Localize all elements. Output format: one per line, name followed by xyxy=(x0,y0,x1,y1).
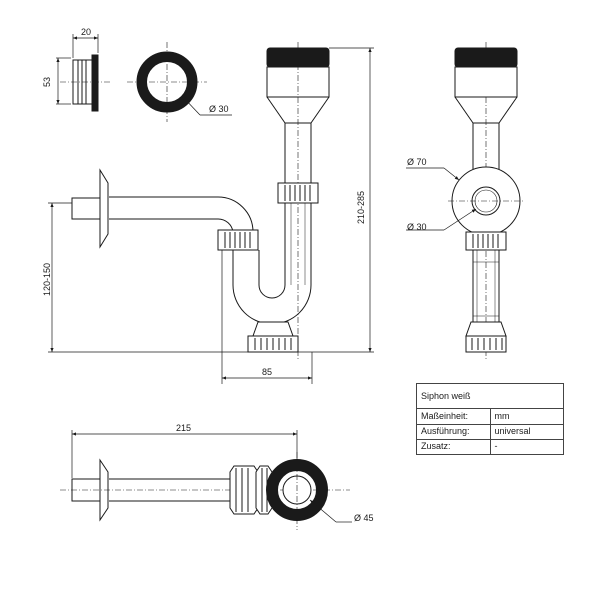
front-top-cap xyxy=(454,47,518,68)
dimension-label-diameter-45: Ø 45 xyxy=(354,513,374,523)
spec-label-extra: Zusatz: xyxy=(416,438,491,456)
funnel xyxy=(266,96,330,183)
dimension-label-53: 53 xyxy=(42,77,52,87)
plan-ring xyxy=(266,452,352,530)
spec-table-row: Ausführung: universal xyxy=(416,423,564,440)
front-ring xyxy=(448,166,524,236)
spec-label-version: Ausführung: xyxy=(416,423,491,440)
dimension-label-210-285: 210-285 xyxy=(356,191,366,224)
top-cap xyxy=(266,42,330,360)
dimension-85 xyxy=(221,250,313,384)
u-bend xyxy=(232,203,312,325)
dimension-215 xyxy=(71,430,298,478)
bottom-nut xyxy=(247,321,299,353)
spec-table-row: Zusatz: - xyxy=(416,438,564,456)
side-view xyxy=(48,42,374,384)
spec-table-row: Maßeinheit: mm xyxy=(416,408,564,425)
front-view xyxy=(406,42,524,360)
sleeve-side-view xyxy=(60,54,112,112)
top-left-view xyxy=(56,34,232,122)
dimension-label-85: 85 xyxy=(262,367,272,377)
dimension-label-ring-diameter-30: Ø 30 xyxy=(209,104,229,114)
middle-nut xyxy=(217,229,259,251)
dimension-label-120-150: 120-150 xyxy=(42,263,52,296)
plan-view xyxy=(60,430,352,530)
dimension-210-285 xyxy=(329,47,374,352)
ring-front-view xyxy=(127,42,232,122)
dimension-20 xyxy=(72,34,99,58)
spec-table-title-row: Siphon weiß xyxy=(416,382,564,410)
dimension-label-215: 215 xyxy=(176,423,191,433)
dimension-label-diameter-70: Ø 70 xyxy=(407,157,427,167)
dimension-120-150 xyxy=(48,202,374,353)
spec-value-version: universal xyxy=(489,423,564,440)
spec-table-title: Siphon weiß xyxy=(416,382,564,410)
dimension-53 xyxy=(56,57,71,105)
front-nut xyxy=(465,231,507,251)
dimension-label-diameter-30: Ø 30 xyxy=(407,222,427,232)
spec-label-unit: Maßeinheit: xyxy=(416,408,491,425)
upper-nut xyxy=(277,182,319,204)
dimension-label-20: 20 xyxy=(81,27,91,37)
leader-lines xyxy=(406,167,477,231)
spec-table: Siphon weiß Maßeinheit: mm Ausführung: u… xyxy=(416,382,564,456)
plan-nuts xyxy=(229,465,273,515)
front-bottom-nut xyxy=(465,321,507,353)
spec-value-unit: mm xyxy=(489,408,564,425)
spec-value-extra: - xyxy=(489,438,564,456)
